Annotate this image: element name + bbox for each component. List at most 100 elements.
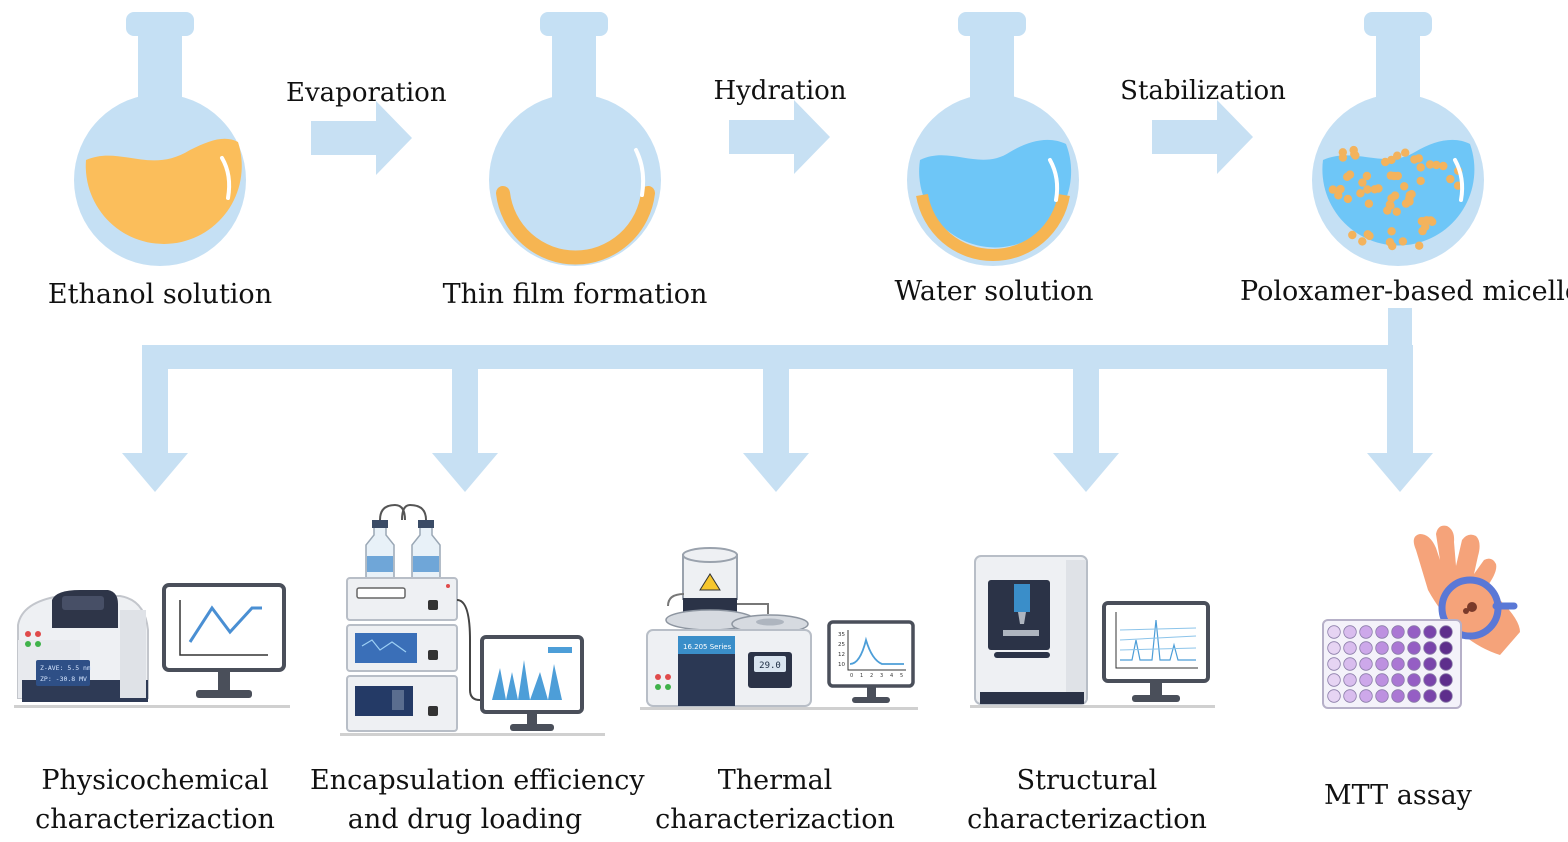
well bbox=[1423, 673, 1437, 687]
well bbox=[1375, 673, 1389, 687]
micelle-dot bbox=[1446, 174, 1455, 184]
zetasizer-display bbox=[36, 660, 90, 686]
well bbox=[1359, 689, 1373, 703]
well bbox=[1359, 641, 1373, 655]
micelle-dot bbox=[1425, 160, 1435, 169]
transition-stabilization: Stabilization bbox=[1120, 76, 1286, 106]
micelle-dot bbox=[1388, 241, 1397, 251]
svg-text:35: 35 bbox=[838, 632, 845, 638]
micelle-dot bbox=[1348, 230, 1357, 240]
flask-micelles bbox=[1312, 12, 1484, 266]
micelle-dot bbox=[1422, 216, 1431, 225]
micelle-dot bbox=[1398, 237, 1408, 246]
flask-thin-film bbox=[489, 12, 661, 266]
micelle-dot bbox=[1390, 191, 1400, 200]
micelle-dot bbox=[1400, 182, 1409, 191]
well bbox=[1407, 657, 1421, 671]
well bbox=[1439, 657, 1453, 671]
well bbox=[1423, 689, 1437, 703]
well bbox=[1327, 641, 1341, 655]
well bbox=[1407, 673, 1421, 687]
well bbox=[1343, 657, 1357, 671]
transition-evaporation: Evaporation bbox=[286, 78, 447, 108]
micelle-dot bbox=[1415, 241, 1424, 250]
micelle-dot bbox=[1363, 185, 1372, 194]
micelle-dot bbox=[1416, 176, 1425, 186]
svg-text:3: 3 bbox=[880, 673, 883, 679]
well bbox=[1391, 657, 1405, 671]
micelle-dot bbox=[1358, 237, 1367, 246]
well bbox=[1375, 625, 1389, 639]
step-label-thin-film: Thin film formation bbox=[442, 279, 708, 310]
micelle-dot bbox=[1343, 194, 1353, 204]
well bbox=[1359, 657, 1373, 671]
xrd-instrument bbox=[970, 555, 1215, 708]
well bbox=[1343, 673, 1357, 687]
micelle-dot bbox=[1421, 222, 1430, 231]
micelle-dot bbox=[1363, 230, 1372, 239]
arrow-hydration bbox=[729, 100, 830, 174]
svg-text:1: 1 bbox=[860, 673, 863, 679]
micelle-dot bbox=[1381, 157, 1390, 167]
micelle-dot bbox=[1336, 184, 1345, 194]
svg-text:2: 2 bbox=[870, 673, 873, 679]
micelle-dot bbox=[1362, 171, 1372, 181]
dsc-badge-text: 16.205 Series bbox=[683, 643, 732, 651]
micelle-dot bbox=[1370, 185, 1379, 194]
micelle-dot bbox=[1338, 153, 1348, 162]
micelle-dot bbox=[1432, 160, 1441, 170]
well bbox=[1439, 625, 1453, 639]
monitor-line-chart bbox=[188, 605, 262, 643]
micelle-dot bbox=[1410, 155, 1419, 164]
zetasizer-readout-1: Z-AVE: 5.5 nm bbox=[40, 664, 91, 672]
mtt-assay-illustration bbox=[1322, 525, 1520, 709]
well bbox=[1359, 625, 1373, 639]
micelle-dot bbox=[1401, 148, 1410, 157]
micelle-dot bbox=[1328, 185, 1338, 194]
well bbox=[1407, 689, 1421, 703]
well bbox=[1439, 689, 1453, 703]
well bbox=[1423, 625, 1437, 639]
well bbox=[1391, 689, 1405, 703]
dsc-display bbox=[754, 656, 786, 672]
micelle-dots bbox=[1328, 145, 1463, 251]
svg-text:10: 10 bbox=[838, 662, 845, 668]
micelle-dot bbox=[1389, 171, 1399, 181]
well bbox=[1423, 641, 1437, 655]
dsc-instrument: 16.205 Series 29.0 35 25 12 10 0 1 2 3 4… bbox=[640, 547, 918, 710]
well bbox=[1391, 673, 1405, 687]
well bbox=[1391, 641, 1405, 655]
zetasizer-monitor bbox=[162, 583, 286, 672]
method-mtt-assay: MTT assay bbox=[1324, 780, 1472, 811]
well bbox=[1343, 689, 1357, 703]
well bbox=[1423, 657, 1437, 671]
svg-text:0: 0 bbox=[850, 673, 853, 679]
well bbox=[1359, 673, 1373, 687]
arrow-evaporation bbox=[311, 101, 412, 175]
micelle-dot bbox=[1392, 207, 1401, 216]
well bbox=[1391, 625, 1405, 639]
micelle-dot bbox=[1349, 145, 1358, 155]
well bbox=[1375, 641, 1389, 655]
well bbox=[1375, 657, 1389, 671]
micelle-dot bbox=[1439, 161, 1448, 171]
svg-text:5: 5 bbox=[900, 673, 903, 679]
well bbox=[1407, 641, 1421, 655]
arrow-stabilization bbox=[1152, 100, 1253, 174]
svg-text:25: 25 bbox=[838, 642, 845, 648]
wells bbox=[1327, 625, 1453, 703]
micelle-dot bbox=[1364, 199, 1374, 208]
well bbox=[1343, 625, 1357, 639]
hplc-instrument bbox=[340, 503, 605, 736]
flask-water bbox=[907, 12, 1079, 266]
xrd-monitor bbox=[1102, 601, 1210, 683]
chromatogram bbox=[492, 660, 572, 700]
transition-hydration: Hydration bbox=[713, 76, 847, 106]
step-label-micelles: Poloxamer-based micelles bbox=[1240, 276, 1568, 307]
zetasizer-readout-2: ZP: -30.8 MV bbox=[40, 675, 87, 683]
dsc-curve bbox=[849, 636, 904, 665]
micelle-dot bbox=[1345, 170, 1355, 179]
